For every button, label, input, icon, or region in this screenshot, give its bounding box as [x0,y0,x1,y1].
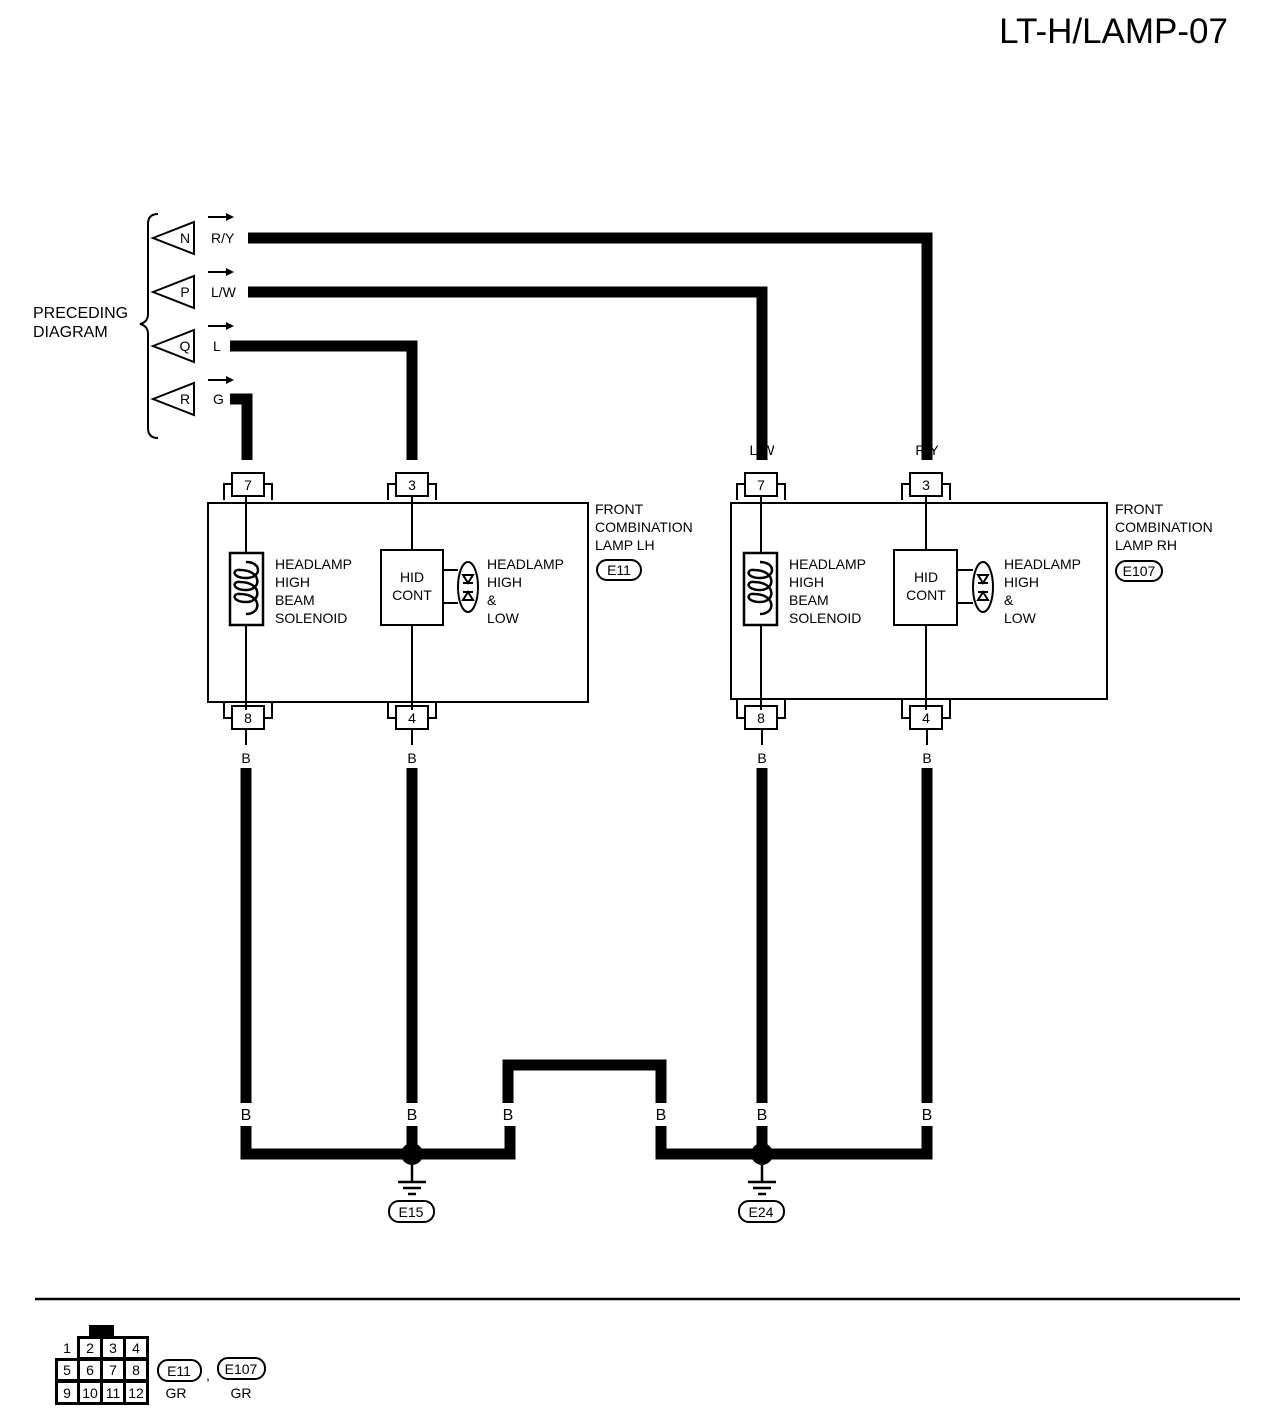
front-combination-lamp-lh: G L 7 3 HEADLAMP HIGH BEAM SOLENOID HID … [207,442,693,766]
wire-l [230,340,418,460]
svg-text:HIGH: HIGH [487,574,522,590]
pin-label: 7 [244,477,252,493]
wire-label: R/Y [915,442,939,458]
svg-text:LOW: LOW [487,610,520,626]
svg-text:SOLENOID: SOLENOID [275,610,347,626]
svg-text:3: 3 [109,1340,117,1356]
svg-text:GR: GR [231,1385,252,1401]
svg-text:HID: HID [914,569,938,585]
svg-text:HIGH: HIGH [1004,574,1039,590]
component-title: LAMP LH [595,537,655,553]
svg-text:HEADLAMP: HEADLAMP [789,556,866,572]
flag-p: P L/W [150,268,237,310]
wire-label-b: B [757,1107,768,1124]
wire-l-w [248,286,768,460]
wire-label: B [922,750,931,766]
flag-r: R G [150,376,234,417]
component-title: LAMP RH [1115,537,1177,553]
svg-text:6: 6 [86,1362,94,1378]
svg-text:CONT: CONT [906,587,946,603]
svg-text:BEAM: BEAM [275,592,315,608]
flag-wire-label: L [213,338,221,354]
page-title: LT-H/LAMP-07 [999,12,1228,51]
svg-text:11: 11 [106,1385,121,1401]
connector-id: E11 [607,562,631,578]
wire-label-b: B [656,1107,667,1124]
pin-label: 3 [922,477,930,493]
wire-g [230,393,253,460]
svg-text:R: R [180,391,190,407]
svg-text:HIGH: HIGH [789,574,824,590]
svg-text:LOW: LOW [1004,610,1037,626]
flag-wire-label: G [213,391,224,407]
ground-label: E24 [749,1204,774,1220]
wire-label-b: B [241,1107,252,1124]
svg-text:12: 12 [128,1385,144,1401]
svg-text:E107: E107 [225,1361,258,1377]
svg-text:8: 8 [132,1362,140,1378]
pin-label: 4 [922,710,930,726]
svg-text:10: 10 [82,1385,98,1401]
wire-label: B [241,750,250,766]
svg-text:E11: E11 [167,1363,191,1379]
flag-n: N R/Y [150,213,235,256]
component-title: COMBINATION [595,519,693,535]
svg-text:HID: HID [400,569,424,585]
svg-text:HEADLAMP: HEADLAMP [1004,556,1081,572]
wire-label-b: B [922,1107,933,1124]
wire-label: B [757,750,766,766]
pin-label: 3 [408,477,416,493]
ground-jumper [502,1059,667,1103]
preceding-brace [139,213,159,439]
flag-wire-label: L/W [211,284,237,300]
preceding-diagram-label: PRECEDING [33,305,128,322]
flag-q: Q L [150,322,234,364]
connector-id: E107 [1123,563,1156,579]
svg-text:HEADLAMP: HEADLAMP [275,556,352,572]
wire-label: L/W [750,442,776,458]
svg-text:2: 2 [86,1340,94,1356]
svg-text:5: 5 [63,1362,71,1378]
wire-label: L [408,442,416,458]
wire-label: G [243,442,254,458]
svg-text:&: & [487,592,497,608]
svg-text:SOLENOID: SOLENOID [789,610,861,626]
preceding-diagram-label: DIAGRAM [33,324,108,341]
ground-bus-lh [240,1126,516,1160]
wire-label-b: B [407,1107,418,1124]
connector-legend-ids: E11 GR , E107 GR [157,1357,266,1401]
svg-text:7: 7 [109,1362,117,1378]
pin-label: 8 [244,710,252,726]
svg-text:9: 9 [63,1385,71,1401]
ground-bus-rh [655,1126,933,1160]
component-title: COMBINATION [1115,519,1213,535]
ground-label: E15 [399,1204,424,1220]
flag-wire-label: R/Y [211,230,235,246]
svg-text:1: 1 [63,1340,71,1356]
svg-text:GR: GR [166,1385,187,1401]
pin-label: 8 [757,710,765,726]
connector-face-12pin: 1 2 3 4 5 6 7 8 9 10 11 12 [55,1325,149,1405]
svg-text:HIGH: HIGH [275,574,310,590]
pin-label: 7 [757,477,765,493]
svg-text:,: , [206,1367,210,1383]
svg-text:HEADLAMP: HEADLAMP [487,556,564,572]
pin-label: 4 [408,710,416,726]
svg-text:P: P [180,284,189,300]
svg-text:CONT: CONT [392,587,432,603]
ground-e24: E24 [738,1143,785,1223]
wire-r-y [248,232,933,460]
component-title: FRONT [595,501,644,517]
component-title: FRONT [1115,501,1164,517]
svg-text:Q: Q [180,338,191,354]
ground-e15: E15 [388,1143,435,1223]
svg-text:&: & [1004,592,1014,608]
wire-label-b: B [503,1107,514,1124]
front-combination-lamp-rh: L/W R/Y 7 3 HEADLAMP HIGH BEAM SOLENOID … [730,442,1213,766]
wire-label: B [407,750,416,766]
svg-text:N: N [180,230,190,246]
svg-text:BEAM: BEAM [789,592,829,608]
svg-text:4: 4 [132,1340,140,1356]
